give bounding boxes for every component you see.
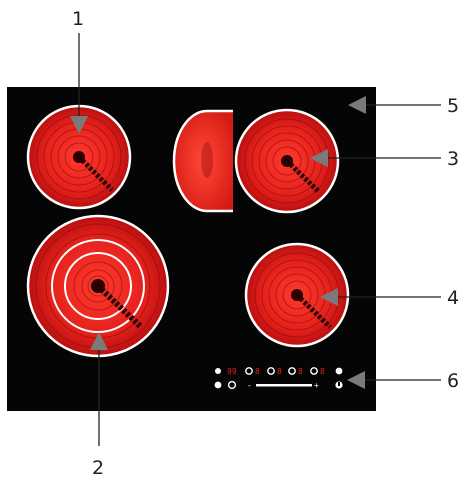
callout-number-4: 4 — [447, 287, 459, 309]
callout-number-5: 5 — [447, 95, 459, 117]
lock-icon[interactable] — [214, 381, 222, 389]
zone-display-2: 8 — [277, 367, 282, 376]
zone-select-icon[interactable] — [310, 367, 318, 375]
power-icon-top[interactable] — [335, 367, 343, 375]
timer-display: 99 — [227, 367, 237, 376]
plus-symbol[interactable]: + — [314, 381, 319, 390]
rear-left-zone — [26, 104, 132, 210]
callout-number-1: 1 — [72, 8, 84, 30]
front-left-dual-zone — [26, 214, 170, 358]
arrow-1-icon — [70, 116, 88, 134]
zone-select-icon[interactable] — [267, 367, 275, 375]
arrow-5-icon — [348, 96, 366, 114]
callout-lines — [78, 33, 441, 446]
rear-right-extended-zone — [172, 108, 340, 214]
timer-icon[interactable] — [227, 380, 237, 390]
zone-display-4: 8 — [320, 367, 325, 376]
callout-arrows — [70, 96, 366, 389]
callout-number-6: 6 — [447, 370, 459, 392]
control-panel: 99 8 8 8 8 - + — [214, 367, 343, 390]
callout-number-3: 3 — [447, 148, 459, 170]
zone-display-3: 8 — [298, 367, 303, 376]
zone-display-1: 8 — [255, 367, 260, 376]
zone-select-icon[interactable] — [288, 367, 296, 375]
arrow-2-icon — [90, 332, 108, 350]
minus-symbol[interactable]: - — [247, 381, 252, 390]
arrow-3-icon — [310, 149, 328, 167]
arrow-4-icon — [320, 288, 338, 306]
callout-number-2: 2 — [92, 457, 104, 479]
arrow-6-icon — [347, 371, 365, 389]
slider-bar[interactable] — [256, 384, 312, 387]
zone-select-icon[interactable] — [245, 367, 253, 375]
timer-icon[interactable] — [215, 368, 221, 374]
